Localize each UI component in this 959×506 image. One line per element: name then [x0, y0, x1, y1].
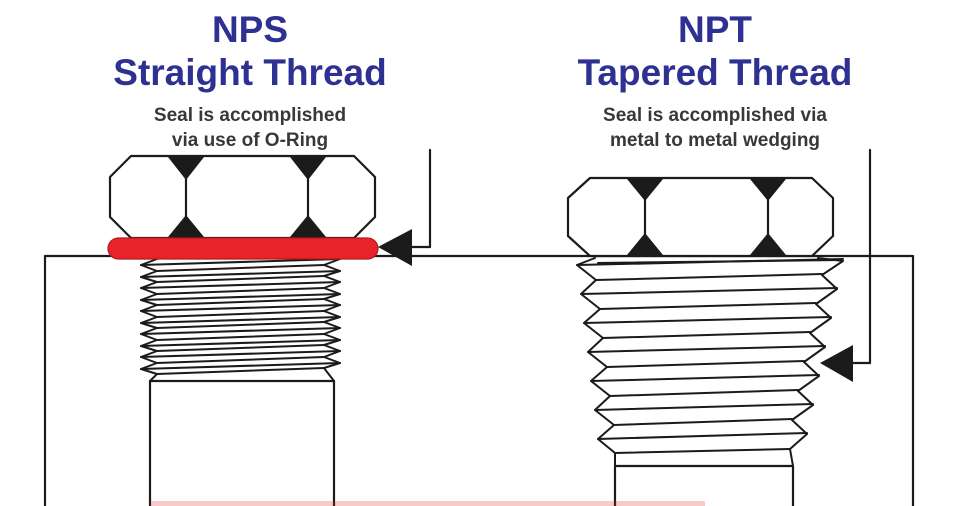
bottom-red-line [150, 501, 705, 506]
o-ring [107, 237, 379, 260]
nps-hex-head [108, 154, 377, 240]
o-ring-arrow [378, 148, 432, 266]
nps-shank [148, 379, 336, 506]
nps-header: NPS Straight Thread Seal is accomplished… [10, 8, 490, 153]
npt-title-line1: NPT [678, 9, 752, 50]
nps-subtitle-line1: Seal is accomplished [153, 104, 347, 126]
npt-subtitle: Seal is accomplished via metal to metal … [490, 104, 940, 153]
npt-tapered-threads [576, 257, 844, 467]
boss-surface-line [43, 254, 915, 506]
nps-fitting [107, 154, 379, 506]
nps-subtitle-line2: via use of O-Ring [171, 129, 329, 151]
nps-title-line1: NPS [211, 9, 289, 50]
npt-header: NPT Tapered Thread Seal is accomplished … [490, 8, 940, 153]
npt-shank [613, 464, 795, 506]
nps-straight-threads [140, 252, 341, 382]
nps-subtitle: Seal is accomplished via use of O-Ring [10, 104, 490, 153]
metal-wedge-arrow [820, 148, 872, 382]
nps-title-line2: Straight Thread [113, 52, 387, 94]
npt-title-line2: Tapered Thread [577, 52, 853, 94]
npt-hex-head [566, 176, 835, 258]
npt-subtitle-line2: metal to metal wedging [609, 129, 821, 151]
npt-fitting [566, 176, 844, 506]
npt-subtitle-line1: Seal is accomplished via [603, 104, 827, 126]
